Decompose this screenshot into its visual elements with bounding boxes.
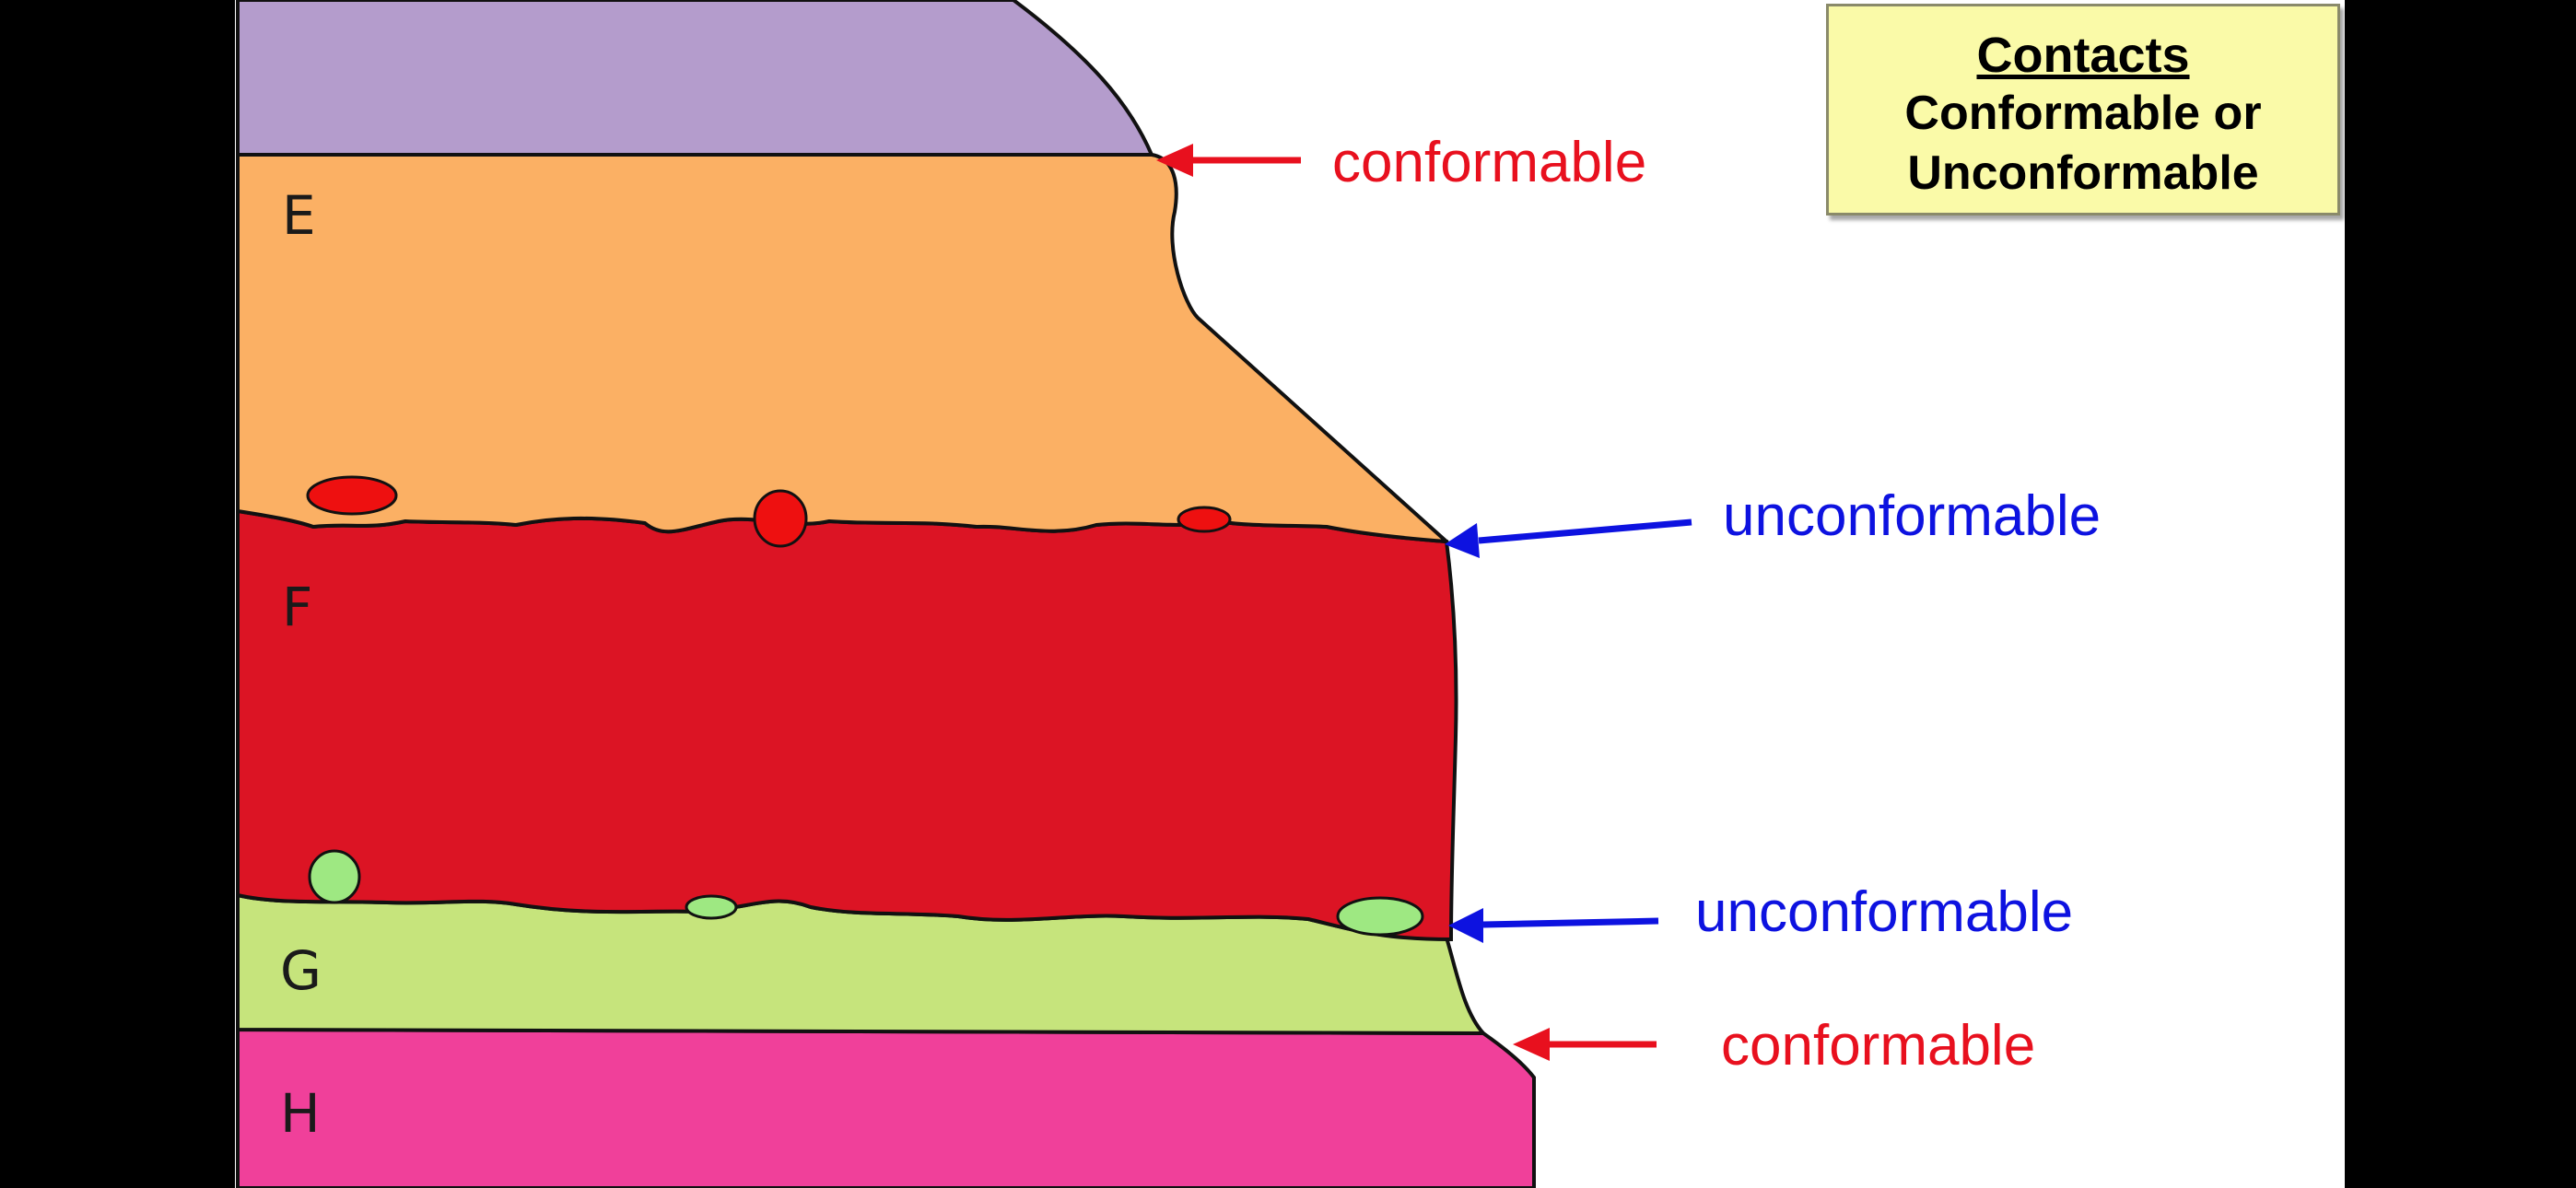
contact-label-conformable-top: conformable	[1332, 131, 1647, 194]
contact-label-unconformable-lower: unconformable	[1695, 880, 2074, 944]
red-clast	[1177, 506, 1232, 533]
red-clast	[306, 475, 398, 516]
layer-label-f: F	[282, 576, 313, 638]
layer-h	[236, 1027, 1536, 1188]
green-clast	[685, 894, 738, 920]
legend-title: Contacts	[1976, 28, 2190, 83]
layer-label-e: E	[282, 184, 316, 247]
contact-label-unconformable-upper: unconformable	[1723, 484, 2102, 548]
layer-f	[236, 508, 1458, 942]
legend-box: Contacts Conformable or Unconformable	[1826, 4, 2340, 215]
arrow-conformable-top	[1156, 144, 1301, 177]
green-clast	[1336, 896, 1424, 937]
layer-top	[236, 0, 1155, 157]
contact-label-conformable-bottom: conformable	[1721, 1014, 2036, 1077]
legend-line-2: Unconformable	[1907, 146, 2259, 201]
layer-label-g: G	[280, 939, 322, 1002]
red-clast	[753, 489, 808, 548]
legend-line-1: Conformable or	[1904, 87, 2262, 141]
arrow-conformable-bottom	[1513, 1028, 1657, 1061]
layer-label-h: H	[280, 1082, 321, 1145]
arrow-unconformable-upper	[1445, 518, 1692, 558]
layer-e	[236, 153, 1452, 544]
arrow-unconformable-lower	[1448, 908, 1659, 943]
green-clast	[308, 849, 361, 904]
